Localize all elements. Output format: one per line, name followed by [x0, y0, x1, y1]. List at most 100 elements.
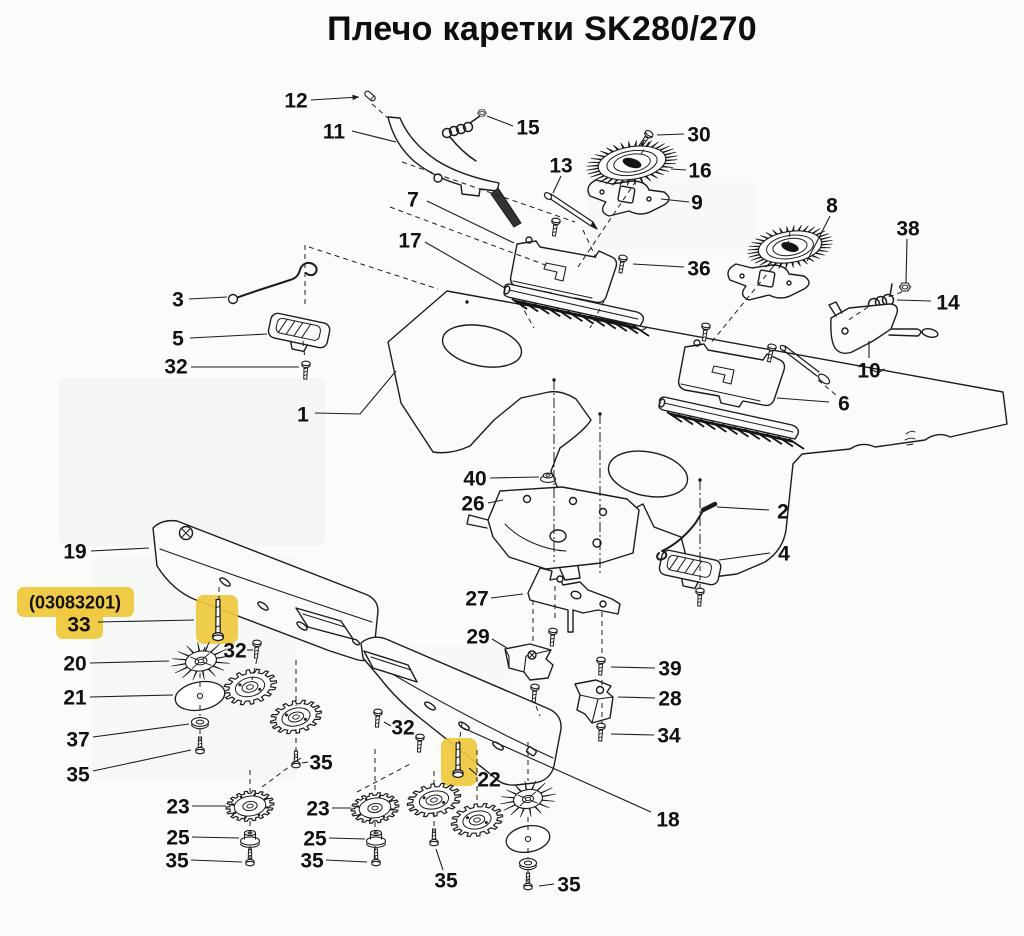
callout-35: 35 — [165, 850, 243, 873]
leader-line — [97, 619, 195, 623]
leader-line — [491, 638, 508, 649]
needle-strip — [503, 283, 645, 327]
callout-number: 36 — [687, 258, 710, 281]
callout-number: 32 — [164, 356, 187, 379]
callout-number: 22 — [477, 769, 500, 792]
callout-25: 25 — [303, 828, 366, 851]
screw-up-icon — [429, 828, 439, 847]
leader-line — [89, 694, 174, 698]
guide-bracket — [527, 567, 621, 633]
callout-number: 18 — [656, 809, 680, 832]
callout-number: 4 — [778, 543, 790, 566]
cam-gear-icon — [225, 790, 275, 822]
screw-icon — [252, 639, 262, 659]
callout-number: 5 — [172, 328, 184, 351]
callout-number: 12 — [284, 90, 307, 113]
callout-35: 35 — [434, 848, 458, 893]
callout-4: 4 — [718, 543, 790, 566]
callout-number: 35 — [66, 764, 90, 787]
callout-32: 32 — [164, 356, 299, 379]
dashed-guide-line — [640, 141, 650, 155]
callout-number: (03083201) — [29, 592, 121, 612]
screw-icon — [701, 322, 711, 342]
leader-line — [776, 397, 830, 403]
washer-icon — [518, 858, 538, 871]
callout-25: 25 — [166, 827, 240, 850]
leader-line — [351, 130, 397, 143]
stop-lever — [828, 301, 939, 355]
sinker-pad-right — [658, 549, 722, 590]
callout-2: 2 — [716, 501, 789, 524]
callout-number: 3 — [172, 289, 184, 312]
spur-gear-icon — [406, 782, 462, 818]
leader-line — [486, 115, 514, 127]
leader-line — [716, 506, 770, 511]
leader-line — [92, 749, 192, 772]
leader-line — [301, 761, 309, 764]
callout-37: 37 — [66, 723, 190, 752]
leader-line — [435, 848, 444, 871]
leader-line — [426, 200, 515, 244]
parts-line-art — [152, 115, 1008, 786]
callout-10: 10 — [857, 341, 881, 383]
cam-block — [504, 643, 554, 681]
leader-line — [90, 547, 150, 552]
wire-spring — [656, 501, 718, 561]
callout-number: 8 — [826, 195, 838, 218]
disc-icon — [174, 680, 226, 712]
nut-icon — [477, 109, 487, 117]
callout-19: 19 — [63, 541, 150, 564]
callout-40: 40 — [463, 468, 540, 491]
leader-line — [189, 333, 268, 339]
callout-12: 12 — [284, 90, 360, 113]
leader-line — [632, 263, 685, 268]
disc-icon — [505, 824, 551, 854]
callout-number: 15 — [516, 117, 540, 140]
callout-13: 13 — [549, 155, 573, 194]
leader-line — [190, 859, 243, 863]
callout-34: 34 — [610, 725, 681, 748]
callout-number: 13 — [549, 155, 572, 178]
cam-plate — [466, 486, 640, 581]
callout-35: 35 — [66, 749, 192, 787]
callout-8: 8 — [806, 195, 838, 262]
callout-38: 38 — [896, 218, 920, 284]
callout-number: 30 — [687, 124, 710, 147]
leader-line — [617, 696, 656, 699]
callout-number: 35 — [309, 752, 333, 775]
callout-number: 6 — [838, 393, 850, 416]
tension-spring — [441, 115, 481, 162]
screw-up-icon — [195, 736, 205, 755]
callout-number: 25 — [303, 828, 327, 851]
screw-icon — [596, 656, 606, 676]
callout-20: 20 — [63, 653, 170, 676]
callout-number: 38 — [896, 218, 920, 241]
callout-number: 35 — [557, 874, 581, 897]
callout-number: 16 — [688, 160, 711, 183]
callout-number: 35 — [434, 870, 458, 893]
callout-16: 16 — [670, 160, 712, 183]
callout-number: 23 — [306, 798, 329, 821]
callout-14: 14 — [896, 292, 960, 315]
callout-35: 35 — [300, 850, 368, 873]
callout-highlight — [56, 610, 103, 639]
brush-gear-icon — [500, 780, 556, 818]
callout-39: 39 — [610, 658, 682, 681]
dashed-guide-line — [887, 291, 903, 298]
wing-bracket-right — [727, 263, 810, 301]
leader-line — [188, 296, 228, 300]
callout-number: 17 — [398, 230, 421, 253]
guide-rod — [543, 192, 598, 230]
leader-line — [383, 721, 392, 727]
callout-11: 11 — [323, 121, 397, 144]
wire-link — [227, 261, 318, 305]
callout-number: 39 — [658, 658, 681, 681]
screw-up-icon — [212, 598, 224, 642]
callout-number: 11 — [323, 121, 346, 144]
dashed-guide-line — [389, 206, 549, 267]
release-lever — [387, 116, 522, 228]
leader-line — [896, 299, 932, 302]
showthrough-blob — [58, 378, 326, 546]
